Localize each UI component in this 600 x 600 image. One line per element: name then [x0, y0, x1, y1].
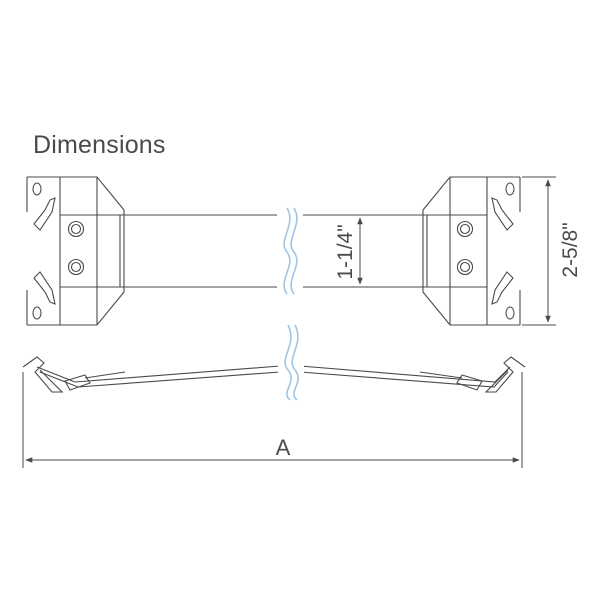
right-screw-holes [456, 220, 474, 276]
length-dimension [22, 372, 523, 468]
inner-height-label: 1-1/4" [334, 224, 357, 279]
left-end-plate [26, 176, 125, 326]
screw-hole-icon [67, 220, 85, 238]
slot-icon [505, 182, 515, 196]
screw-hole-icon [67, 258, 85, 276]
outer-height-dimension [522, 176, 556, 326]
screw-hole-icon [456, 220, 474, 238]
length-label: A [276, 435, 291, 460]
top-view-bracket [26, 176, 521, 326]
slot-icon [32, 306, 42, 320]
slot-icon [32, 182, 42, 196]
break-line-top [277, 207, 303, 295]
break-line-bottom [278, 324, 304, 401]
screw-hole-icon [456, 258, 474, 276]
side-view-bracket [22, 356, 526, 393]
slot-icon [505, 306, 515, 320]
left-screw-holes [67, 220, 85, 276]
outer-height-label: 2-5/8" [559, 222, 582, 277]
right-end-plate [422, 176, 521, 326]
diagram-title: Dimensions [33, 131, 166, 159]
